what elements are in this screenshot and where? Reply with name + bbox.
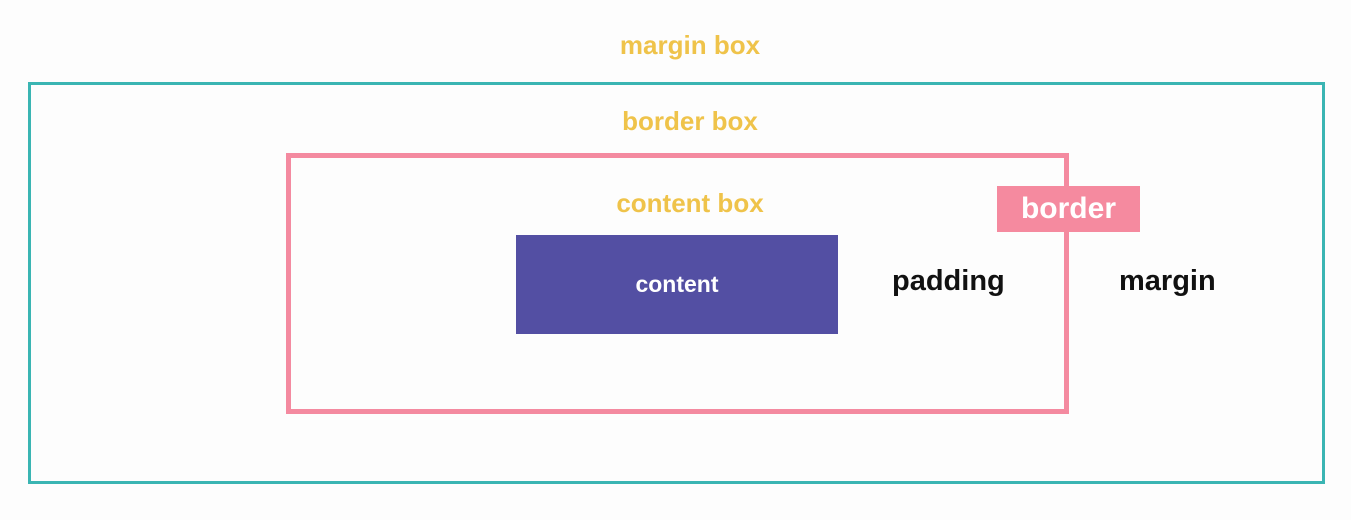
- content-area: content: [516, 235, 838, 334]
- border-box-outline: [286, 153, 1069, 414]
- border-label: border: [1020, 192, 1116, 225]
- margin-box-outline: [28, 82, 1325, 484]
- content-box-label: content box: [616, 188, 764, 218]
- margin-box-label: margin box: [619, 30, 761, 60]
- border-box-label: border box: [622, 106, 758, 136]
- padding-label: padding: [892, 265, 1005, 297]
- border-tag: border: [997, 186, 1140, 232]
- content-label: content: [635, 271, 719, 297]
- margin-label: margin: [1119, 265, 1216, 297]
